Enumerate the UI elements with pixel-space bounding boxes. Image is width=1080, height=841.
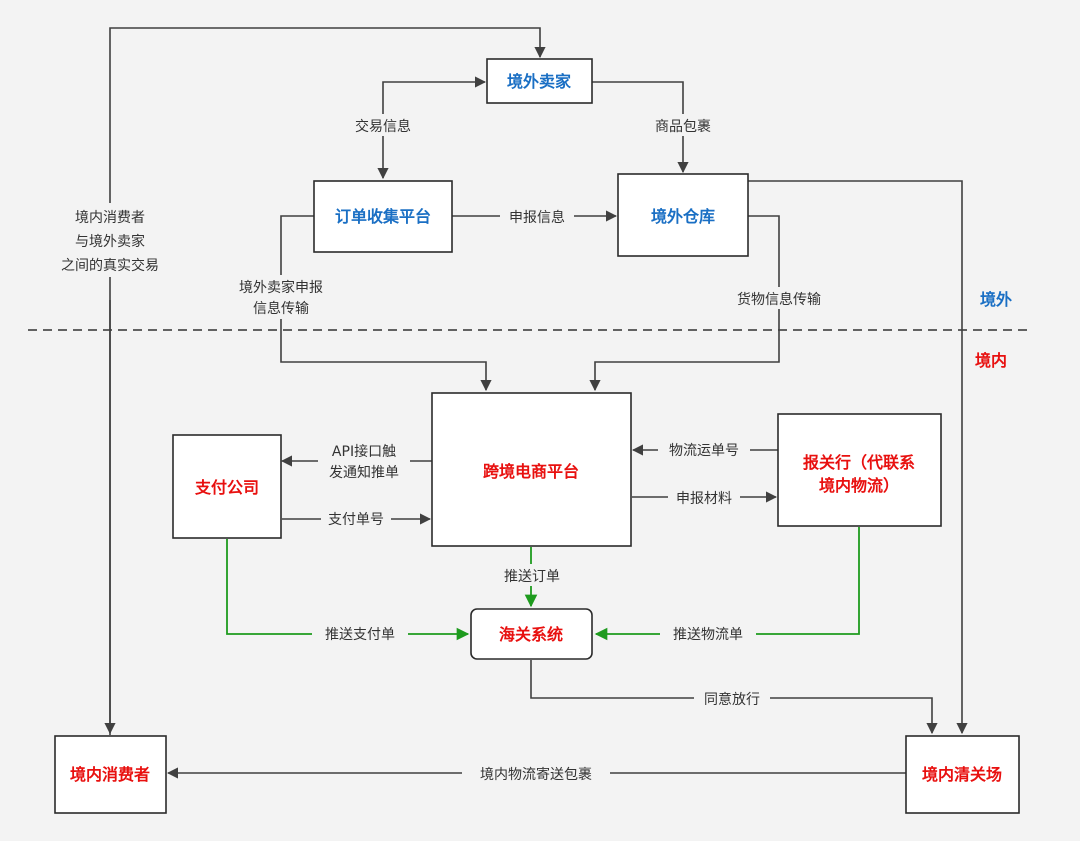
node-clearance-site: 境内清关场 xyxy=(905,735,1020,814)
edge-label-trade-info: 交易信息 xyxy=(355,118,411,135)
node-customs-system-label: 海关系统 xyxy=(499,625,563,644)
node-payment-company: 支付公司 xyxy=(172,434,282,539)
edge-label-real-trade-1: 境内消费者 xyxy=(75,210,145,226)
node-customs-broker-label-2: 境内物流） xyxy=(819,476,899,495)
edge-label-push-payment: 推送支付单 xyxy=(325,627,395,643)
node-overseas-seller-label: 境外卖家 xyxy=(507,72,572,91)
node-cbec-platform-label: 跨境电商平台 xyxy=(483,462,579,481)
edge-push-logistics xyxy=(594,527,860,641)
node-customs-broker: 报关行（代联系 境内物流） xyxy=(777,413,942,527)
edge-label-api-1: API接口触 xyxy=(332,443,396,460)
edge-label-declare-info: 申报信息 xyxy=(509,209,565,226)
edge-label-declare-materials: 申报材料 xyxy=(676,491,732,507)
edge-label-seller-declare-2: 信息传输 xyxy=(253,300,309,317)
edge-label-real-trade-3: 之间的真实交易 xyxy=(61,257,159,274)
node-cbec-platform: 跨境电商平台 xyxy=(431,392,632,547)
edge-label-push-order: 推送订单 xyxy=(504,569,560,585)
edge-label-logistics-number: 物流运单号 xyxy=(669,443,739,459)
edge-push-payment xyxy=(226,539,470,641)
edge-label-goods-package: 商品包裹 xyxy=(655,119,711,135)
edge-label-api-2: 发通知推单 xyxy=(329,464,399,481)
edge-warehouse-clearance xyxy=(748,180,968,735)
node-clearance-site-label: 境内清关场 xyxy=(922,765,1002,784)
edge-label-approve-release: 同意放行 xyxy=(704,691,760,708)
node-order-platform: 订单收集平台 xyxy=(313,180,453,253)
edge-goods-package xyxy=(592,81,689,174)
edge-label-real-trade-2: 与境外卖家 xyxy=(75,233,145,250)
node-payment-company-label: 支付公司 xyxy=(194,478,259,497)
edge-seller-declare xyxy=(280,215,492,392)
node-customs-system: 海关系统 xyxy=(470,608,593,660)
edge-goods-info xyxy=(589,215,780,392)
node-overseas-seller: 境外卖家 xyxy=(486,58,593,104)
edge-trade-info xyxy=(377,76,487,180)
node-overseas-warehouse: 境外仓库 xyxy=(617,173,749,257)
edge-label-domestic-delivery: 境内物流寄送包裹 xyxy=(480,766,592,783)
node-order-platform-label: 订单收集平台 xyxy=(335,207,431,226)
region-domestic-label: 境内 xyxy=(975,351,1007,370)
node-domestic-consumer-label: 境内消费者 xyxy=(70,765,150,784)
edge-label-pay-number: 支付单号 xyxy=(328,512,384,528)
node-customs-broker-label-1: 报关行（代联系 xyxy=(803,453,915,472)
edge-label-goods-info: 货物信息传输 xyxy=(737,291,821,308)
region-overseas-label: 境外 xyxy=(980,290,1012,309)
edge-label-seller-declare-1: 境外卖家申报 xyxy=(239,279,323,296)
node-overseas-warehouse-label: 境外仓库 xyxy=(651,207,715,226)
edge-label-push-logistics: 推送物流单 xyxy=(673,627,743,643)
node-domestic-consumer: 境内消费者 xyxy=(54,735,167,814)
